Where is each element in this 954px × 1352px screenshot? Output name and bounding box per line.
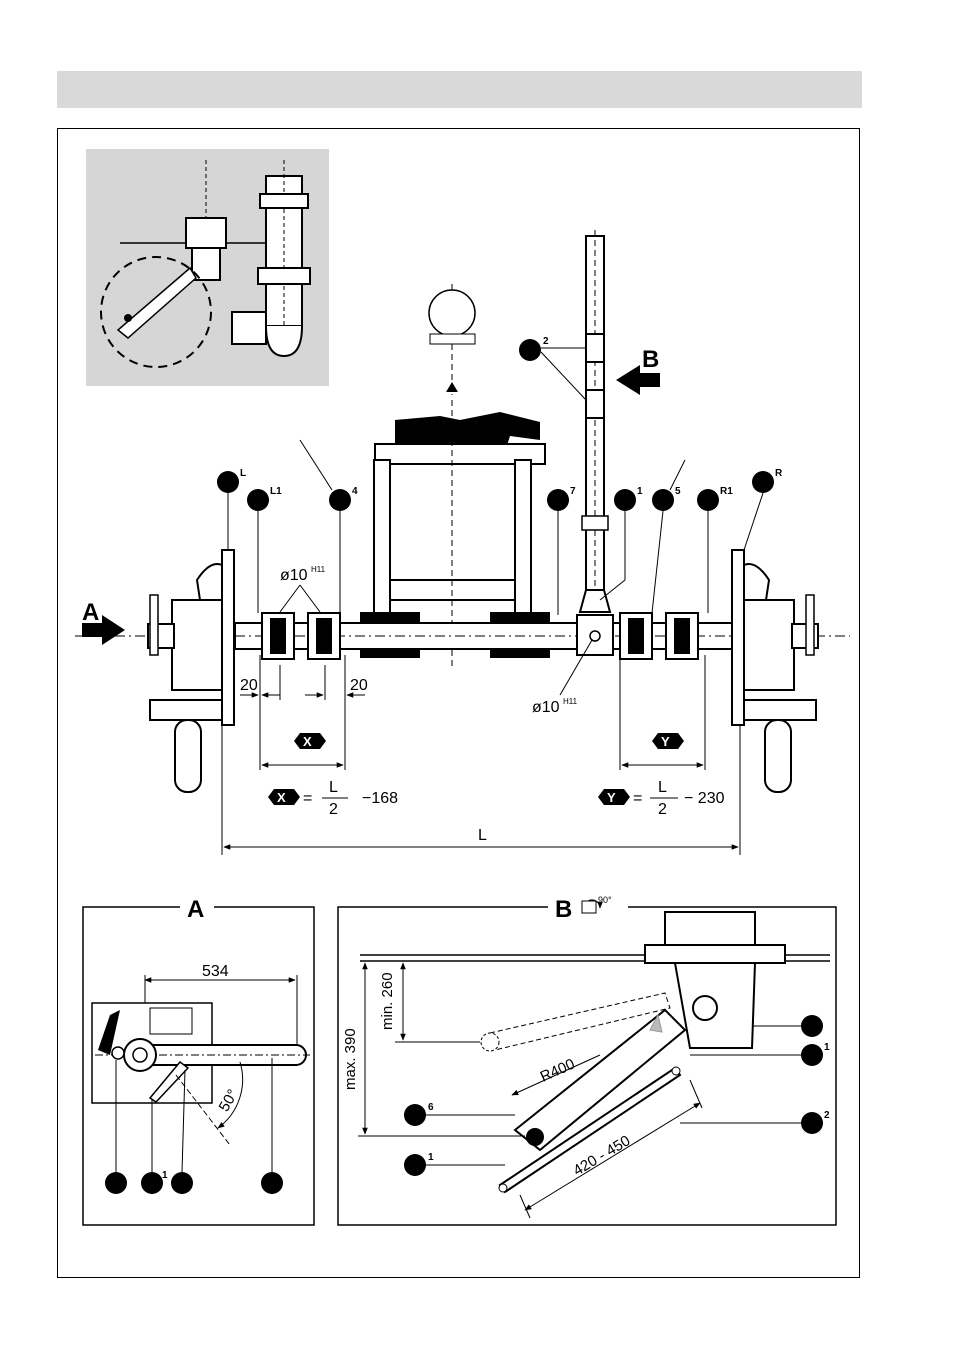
svg-text:B: B — [642, 346, 659, 373]
svg-text:=: = — [303, 790, 312, 807]
panel-b-marker-6 — [404, 1104, 426, 1126]
drawbar — [578, 230, 612, 613]
clamp-left-2 — [307, 612, 341, 660]
callout-R: R — [743, 468, 783, 551]
svg-text:B: B — [555, 896, 572, 923]
svg-text:ø10: ø10 — [532, 699, 560, 716]
dimension-20-left: 20 20 — [240, 655, 368, 770]
axle — [75, 612, 850, 660]
section-header-bar — [57, 71, 862, 108]
svg-text:A: A — [187, 896, 204, 923]
svg-text:L: L — [329, 779, 338, 796]
svg-text:L: L — [240, 468, 246, 479]
svg-text:X: X — [277, 790, 286, 805]
svg-text:1: 1 — [637, 486, 643, 497]
svg-text:2: 2 — [329, 801, 338, 818]
callout-L1: L1 — [247, 486, 282, 613]
callout-1: 1 — [599, 486, 643, 601]
callout-R1: R1 — [697, 486, 733, 613]
direction-arrow-b: B — [616, 346, 660, 395]
svg-text:X: X — [303, 734, 312, 749]
svg-text:1: 1 — [824, 1042, 830, 1053]
svg-text:1: 1 — [428, 1152, 434, 1163]
svg-text:−168: −168 — [362, 790, 398, 807]
hub-left — [147, 549, 235, 793]
panel-b-marker-1-left — [404, 1154, 426, 1176]
svg-text:5: 5 — [675, 486, 681, 497]
panel-b-marker-2 — [801, 1112, 823, 1134]
svg-text:L1: L1 — [270, 486, 282, 497]
dimension-y: Y — [619, 655, 706, 770]
svg-text:20: 20 — [240, 677, 258, 694]
callout-2: 2 — [519, 336, 587, 401]
diagram-frame — [57, 128, 860, 1278]
svg-text:6: 6 — [428, 1102, 434, 1113]
svg-text:R1: R1 — [720, 486, 733, 497]
detail-panel-b: B 90° min. 260 max. 390 R400 4 — [337, 895, 837, 1226]
svg-text:20: 20 — [350, 677, 368, 694]
svg-text:ø10: ø10 — [280, 567, 308, 584]
svg-text:2: 2 — [824, 1110, 830, 1121]
panel-a-marker-4 — [261, 1172, 283, 1194]
svg-text:Y: Y — [661, 734, 670, 749]
svg-text:H11: H11 — [563, 697, 578, 706]
hub-right — [731, 549, 819, 793]
panel-a-marker-1 — [105, 1172, 127, 1194]
svg-text:2: 2 — [543, 336, 549, 347]
svg-text:H11: H11 — [311, 565, 326, 574]
formula-x: X = L 2 −168 — [268, 779, 398, 818]
panel-b-marker-housing — [801, 1015, 823, 1037]
clamp-right-1 — [619, 612, 653, 660]
svg-text:4: 4 — [352, 486, 358, 497]
callout-5: 5 — [651, 459, 686, 614]
diameter-bottom-label: ø10 H11 — [532, 639, 593, 716]
svg-text:2: 2 — [658, 801, 667, 818]
direction-arrow-a: A — [82, 599, 125, 645]
svg-text:Y: Y — [607, 790, 616, 805]
formula-y: Y = L 2 − 230 — [598, 779, 725, 818]
frame-bracket — [360, 284, 550, 670]
svg-text:=: = — [633, 790, 642, 807]
svg-text:90°: 90° — [598, 895, 612, 905]
callout-7: 7 — [547, 486, 576, 615]
svg-text:A: A — [82, 599, 99, 626]
clamp-left-1 — [261, 612, 295, 660]
svg-text:max. 390: max. 390 — [342, 1028, 359, 1090]
panel-b-marker-1-right — [801, 1044, 823, 1066]
svg-text:7: 7 — [570, 486, 576, 497]
diameter-top-label: ø10 H11 — [279, 565, 326, 613]
dimension-x: X — [261, 733, 344, 768]
svg-text:R: R — [775, 468, 783, 479]
svg-text:534: 534 — [202, 963, 229, 980]
svg-text:− 230: − 230 — [684, 790, 725, 807]
svg-text:min. 260: min. 260 — [379, 972, 396, 1030]
svg-text:L: L — [478, 827, 487, 844]
panel-a-marker-3 — [171, 1172, 193, 1194]
clamp-right-2 — [665, 612, 699, 660]
overview-inset — [86, 149, 329, 386]
callout-4: 4 — [299, 439, 358, 613]
detail-panel-a: A 534 50° 1 — [82, 895, 315, 1226]
dimension-overall-length: L — [221, 725, 741, 855]
svg-text:1: 1 — [162, 1170, 168, 1181]
callout-L: L — [217, 468, 246, 550]
panel-a-marker-2 — [141, 1172, 163, 1194]
svg-text:L: L — [658, 779, 667, 796]
